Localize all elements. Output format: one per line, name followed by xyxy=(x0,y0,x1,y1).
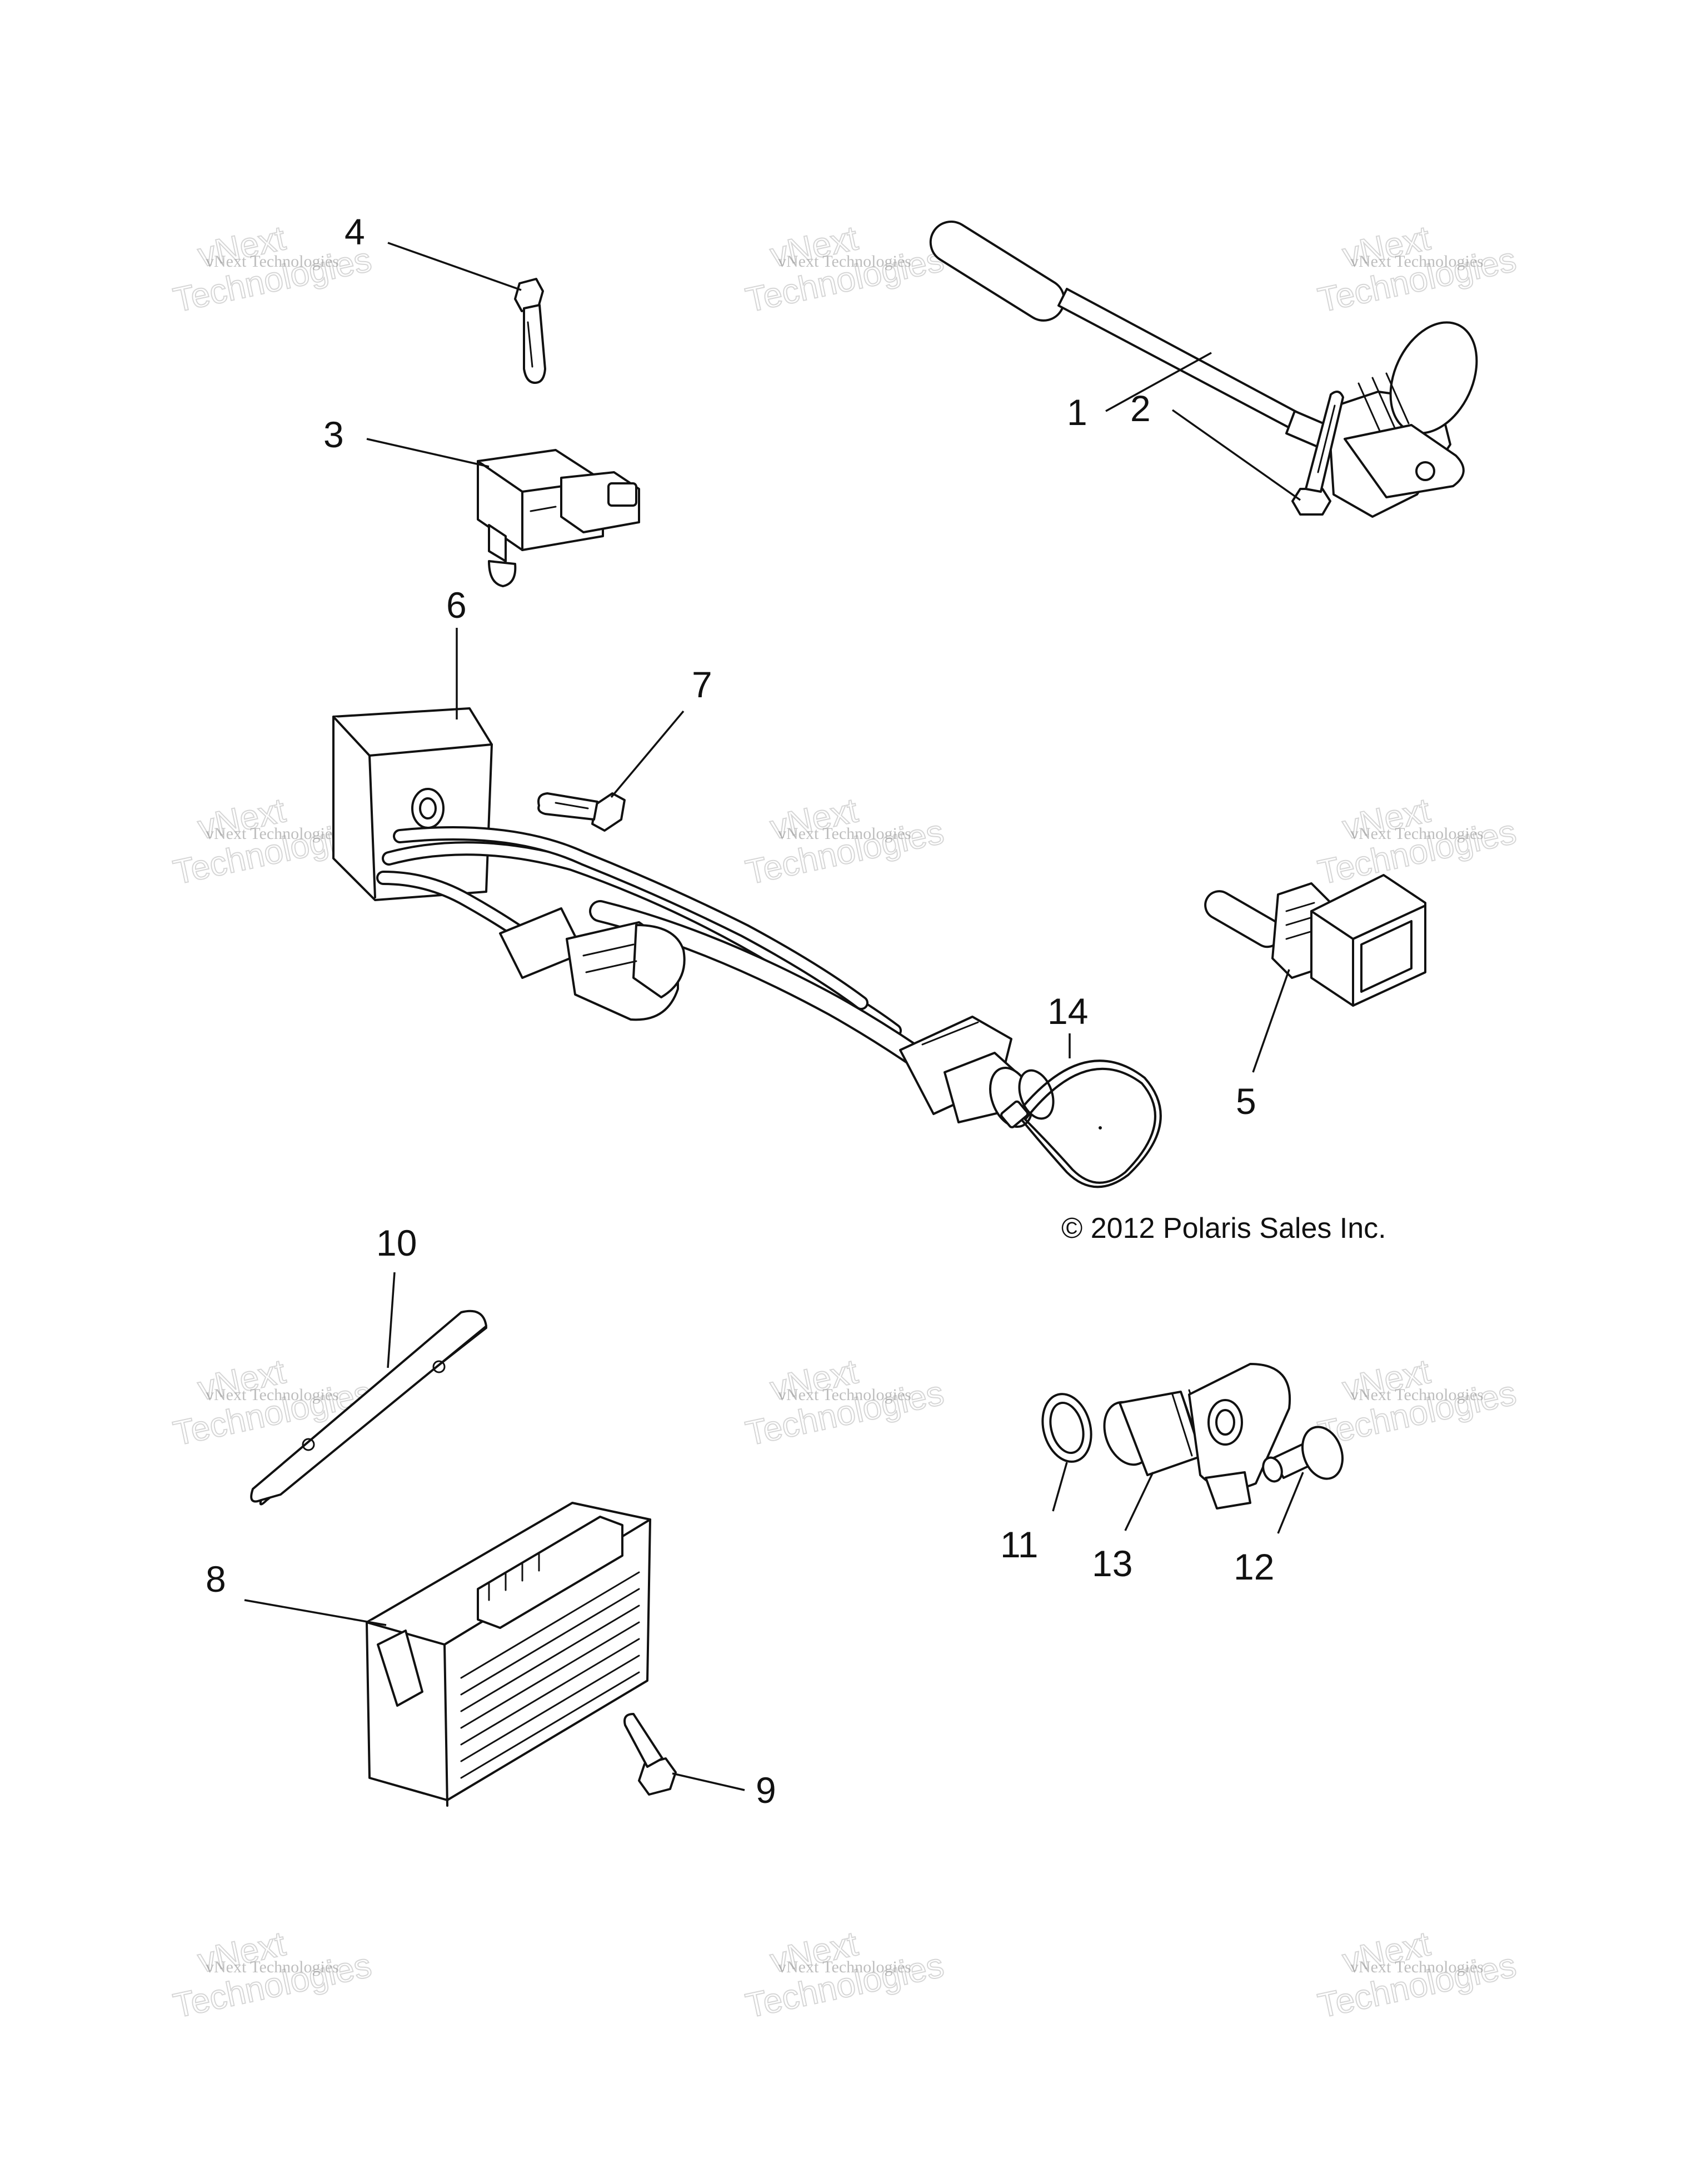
watermark-text: vNext Technologies xyxy=(1350,1958,1484,1976)
callout-12: 12 xyxy=(1234,1546,1274,1587)
watermark-text: vNext Technologies xyxy=(1350,252,1484,271)
part-11-o-ring[interactable] xyxy=(1035,1388,1098,1467)
part-2-bolt[interactable] xyxy=(1291,391,1344,516)
watermark-text: vNext Technologies xyxy=(1350,824,1484,843)
part-1-speed-sensor[interactable] xyxy=(923,214,1494,518)
watermark-text: vNext Technologies xyxy=(778,824,911,843)
leader-2 xyxy=(1171,409,1301,501)
callout-5: 5 xyxy=(1236,1081,1256,1122)
callout-10: 10 xyxy=(376,1222,417,1263)
watermark-text: vNext Technologies xyxy=(778,1958,911,1976)
callout-14: 14 xyxy=(1047,991,1088,1032)
part-6-left-connector xyxy=(499,907,686,1021)
watermark-text: vNext Technologies xyxy=(206,1958,339,1976)
leader-8 xyxy=(244,1599,387,1626)
callout-8: 8 xyxy=(206,1558,226,1600)
leader-4 xyxy=(387,242,522,291)
part-10-gasket[interactable] xyxy=(250,1310,487,1506)
callout-2: 2 xyxy=(1130,388,1151,429)
part-3-map-sensor[interactable] xyxy=(477,449,640,587)
leader-13 xyxy=(1124,1472,1154,1531)
part-6-wires xyxy=(376,826,934,1072)
leader-12 xyxy=(1277,1472,1304,1534)
callout-3: 3 xyxy=(323,414,344,455)
part-13-crank-sensor[interactable] xyxy=(1096,1363,1291,1510)
callout-9: 9 xyxy=(756,1770,776,1811)
callout-1: 1 xyxy=(1067,392,1087,433)
part-7-screw[interactable] xyxy=(537,792,626,832)
part-5-temp-sensor[interactable] xyxy=(1200,874,1426,1007)
leader-1 xyxy=(1105,352,1212,412)
callout-7: 7 xyxy=(692,664,712,705)
callout-4: 4 xyxy=(345,211,365,252)
part-6-right-connector xyxy=(899,1016,1055,1128)
part-4-bolt[interactable] xyxy=(514,278,546,384)
copyright-notice: © 2012 Polaris Sales Inc. xyxy=(1061,1212,1386,1245)
part-12-bolt[interactable] xyxy=(1260,1421,1349,1484)
callout-11: 11 xyxy=(1000,1524,1039,1565)
leader-11 xyxy=(1052,1462,1068,1512)
callout-6: 6 xyxy=(446,584,467,626)
leader-5 xyxy=(1252,969,1290,1073)
watermark-text: vNext Technologies xyxy=(778,252,911,271)
part-8-regulator[interactable] xyxy=(366,1502,651,1807)
watermark-text: vNext Technologies xyxy=(206,1386,339,1404)
watermark-text: vNext Technologies xyxy=(778,1386,911,1404)
leader-9 xyxy=(672,1772,745,1791)
part-9-bolt[interactable] xyxy=(623,1713,677,1796)
callout-13: 13 xyxy=(1092,1543,1132,1584)
leader-3 xyxy=(366,438,490,468)
watermark-text: vNext Technologies xyxy=(1350,1386,1484,1404)
leader-7 xyxy=(610,710,685,798)
part-6-harness-module[interactable] xyxy=(332,707,493,901)
leader-10 xyxy=(387,1272,396,1368)
watermark-text: vNext Technologies xyxy=(206,252,339,271)
part-14-cable-tie[interactable] xyxy=(1000,1059,1162,1188)
watermark-text: vNext Technologies xyxy=(206,824,339,843)
